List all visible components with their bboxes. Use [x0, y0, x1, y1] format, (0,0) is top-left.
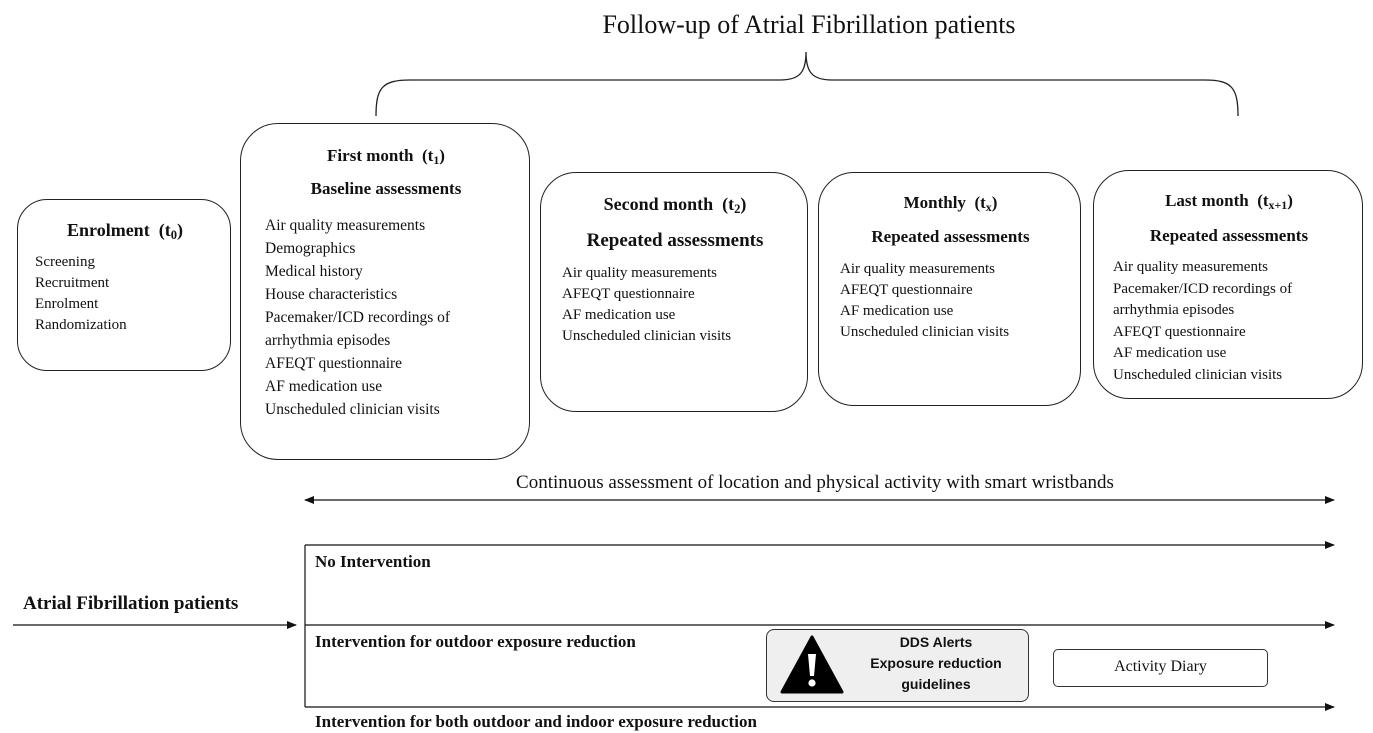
- last-month-item: AFEQT questionnaire: [1113, 323, 1246, 340]
- last-month-subtitle: Repeated assessments: [1149, 226, 1309, 245]
- enrolment-item: Screening: [35, 254, 95, 270]
- last-month-box: Last month (tx+1) Repeated assessments A…: [1093, 170, 1363, 399]
- second-month-box: Second month (t2) Repeated assessments A…: [540, 172, 808, 412]
- enrolment-item: Recruitment: [35, 275, 110, 291]
- enrolment-item: Enrolment: [35, 296, 99, 312]
- second-month-item: AFEQT questionnaire: [562, 286, 695, 302]
- first-month-item: arrhythmia episodes: [265, 332, 391, 349]
- monthly-items: Air quality measurements AFEQT questionn…: [840, 259, 1009, 343]
- monthly-box: Monthly (tx) Repeated assessments Air qu…: [818, 172, 1081, 406]
- first-month-box: First month (t1) Baseline assessments Ai…: [240, 123, 530, 460]
- dds-alerts-line: DDS Alerts: [899, 634, 973, 650]
- patients-label: Atrial Fibrillation patients: [23, 593, 239, 614]
- first-month-title: First month (t1): [327, 146, 445, 167]
- first-month-item: House characteristics: [265, 286, 398, 303]
- first-month-item: Air quality measurements: [265, 217, 426, 234]
- second-month-item: AF medication use: [562, 307, 676, 323]
- enrolment-box: Enrolment (t0) Screening Recruitment Enr…: [17, 199, 231, 371]
- monthly-title: Monthly (tx): [903, 193, 998, 214]
- last-month-item: Air quality measurements: [1113, 259, 1268, 275]
- dds-alerts-box: DDS Alerts Exposure reduction guidelines: [766, 629, 1029, 702]
- both-intervention-label: Intervention for both outdoor and indoor…: [315, 712, 757, 731]
- second-month-item: Air quality measurements: [562, 265, 717, 281]
- follow-up-brace: [375, 51, 1239, 117]
- last-month-item: AF medication use: [1113, 345, 1227, 361]
- first-month-item: Medical history: [265, 263, 363, 280]
- first-month-items: Air quality measurements Demographics Me…: [265, 214, 450, 421]
- continuous-assessment-label: Continuous assessment of location and ph…: [516, 472, 1114, 493]
- first-month-subtitle: Baseline assessments: [310, 179, 462, 198]
- enrolment-items: Screening Recruitment Enrolment Randomiz…: [35, 252, 127, 336]
- first-month-item: Demographics: [265, 240, 356, 257]
- last-month-item: Pacemaker/ICD recordings of: [1113, 280, 1293, 297]
- dds-alerts-text: DDS Alerts Exposure reduction guidelines: [845, 632, 1027, 695]
- enrolment-title: Enrolment (t0): [67, 220, 183, 243]
- monthly-item: AFEQT questionnaire: [840, 282, 973, 298]
- dds-alerts-line: Exposure reduction: [870, 655, 1002, 671]
- warning-icon: [780, 635, 844, 694]
- first-month-item: Pacemaker/ICD recordings of: [265, 309, 451, 326]
- dds-alerts-line: guidelines: [901, 676, 971, 692]
- first-month-item: AFEQT questionnaire: [265, 355, 403, 372]
- enrolment-item: Randomization: [35, 317, 127, 333]
- outdoor-intervention-label: Intervention for outdoor exposure reduct…: [315, 632, 636, 651]
- second-month-subtitle: Repeated assessments: [586, 230, 764, 251]
- monthly-item: Unscheduled clinician visits: [840, 324, 1010, 340]
- last-month-title: Last month (tx+1): [1165, 191, 1293, 212]
- monthly-item: Air quality measurements: [840, 261, 995, 277]
- first-month-item: AF medication use: [265, 378, 383, 395]
- activity-diary-box: Activity Diary: [1053, 649, 1268, 687]
- no-intervention-label: No Intervention: [315, 552, 431, 571]
- last-month-items: Air quality measurements Pacemaker/ICD r…: [1113, 257, 1292, 386]
- first-month-item: Unscheduled clinician visits: [265, 401, 440, 418]
- second-month-item: Unscheduled clinician visits: [562, 328, 732, 344]
- second-month-items: Air quality measurements AFEQT questionn…: [562, 263, 731, 347]
- second-month-title: Second month (t2): [603, 194, 747, 217]
- monthly-item: AF medication use: [840, 303, 954, 319]
- diagram-title: Follow-up of Atrial Fibrillation patient…: [602, 10, 1016, 39]
- monthly-subtitle: Repeated assessments: [871, 227, 1030, 246]
- last-month-item: Unscheduled clinician visits: [1113, 366, 1283, 383]
- last-month-item: arrhythmia episodes: [1113, 302, 1235, 318]
